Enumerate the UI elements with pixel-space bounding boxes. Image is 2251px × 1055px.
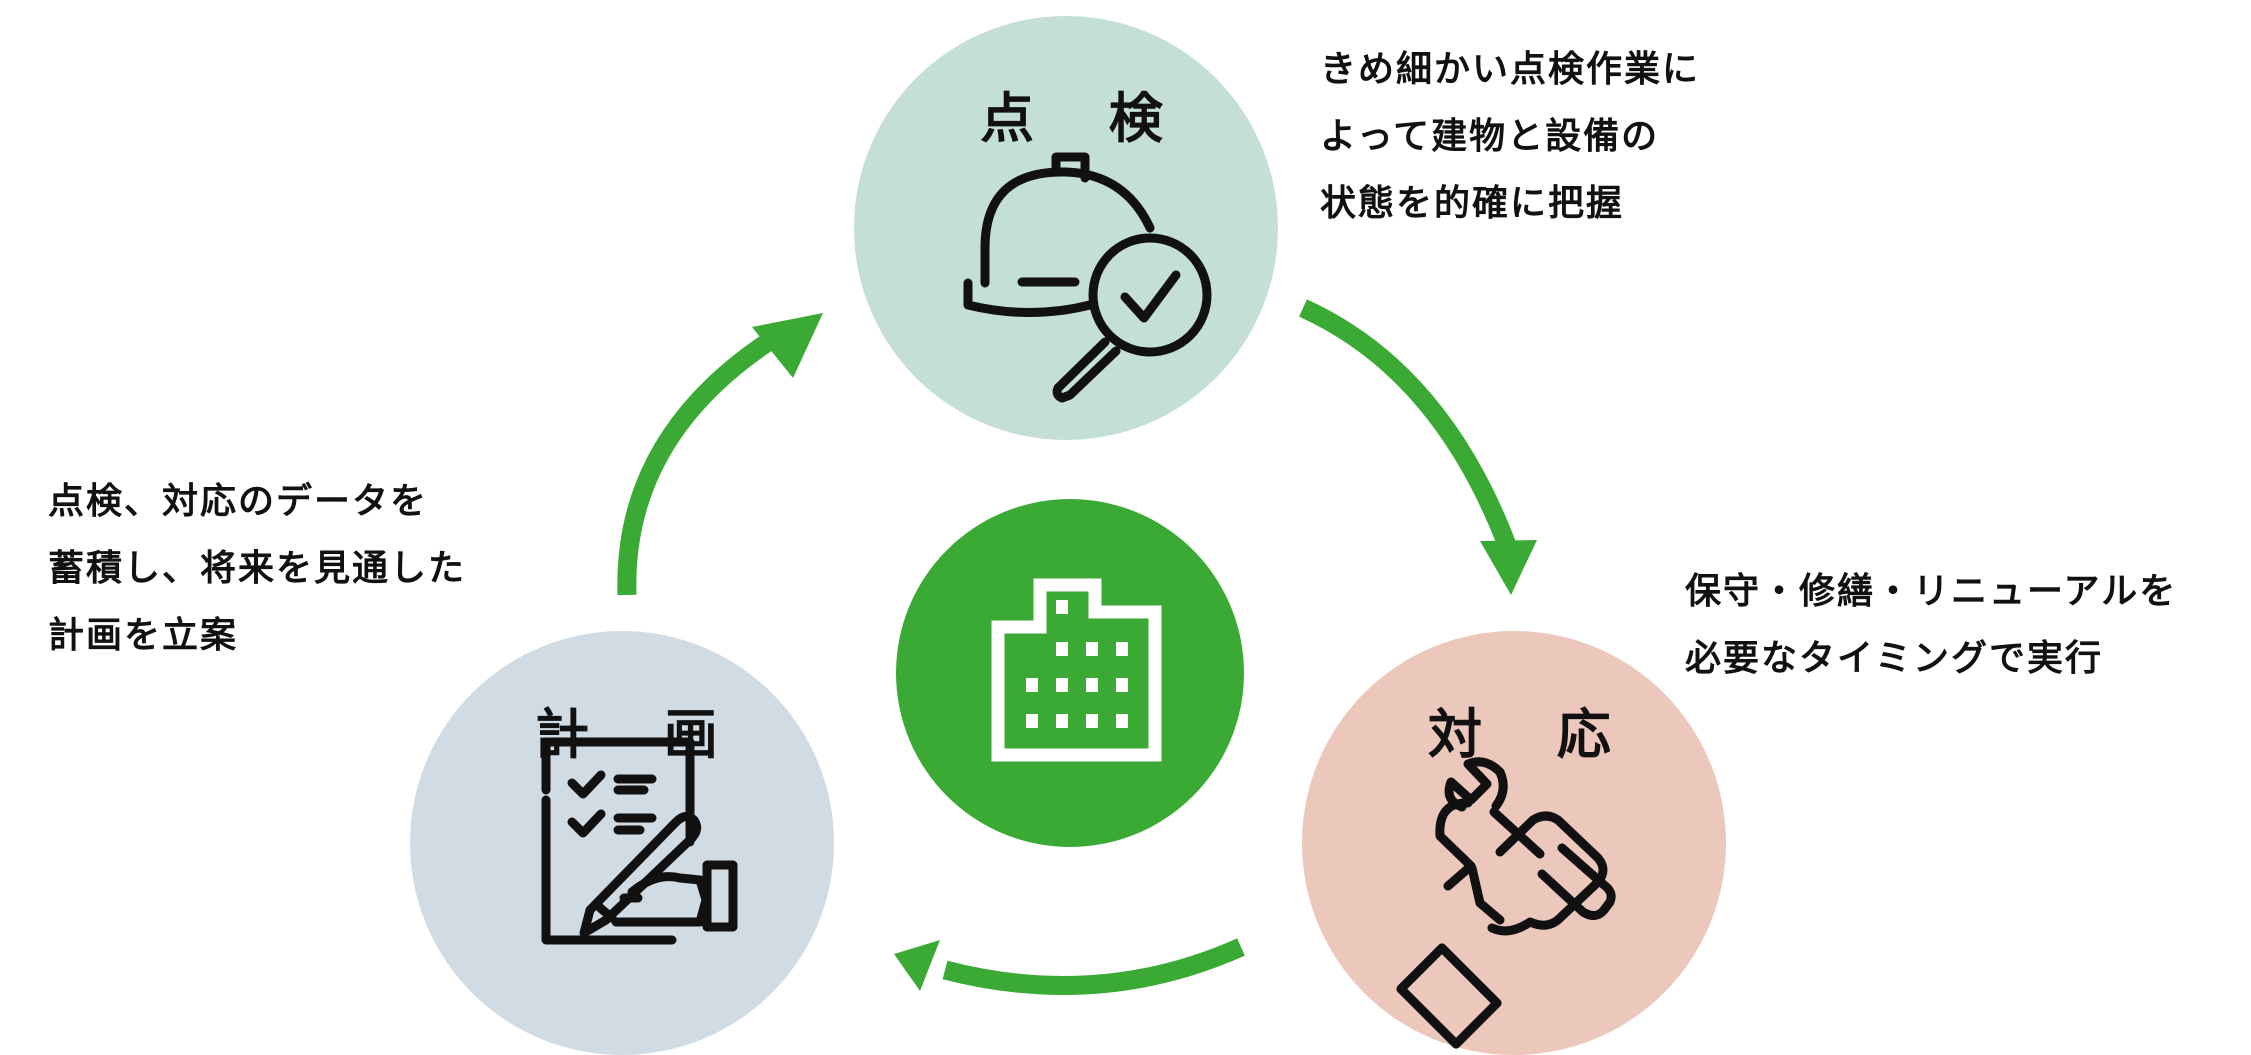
plan-label: 計 画 bbox=[535, 703, 746, 766]
respond-label: 対 応 bbox=[1428, 703, 1639, 766]
inspect-description-line: よって建物と設備の bbox=[1320, 116, 1660, 157]
building-icon bbox=[991, 578, 1162, 762]
respond-description-line: 必要なタイミングで実行 bbox=[1685, 638, 2104, 679]
respond-description-line: 保守・修繕・リニューアルを bbox=[1685, 571, 2178, 612]
arrow-respond-to-plan bbox=[894, 938, 1245, 996]
plan-description-line: 計画を立案 bbox=[48, 615, 239, 656]
inspect-circle bbox=[854, 16, 1278, 440]
inspect-description: きめ細かい点検作業に よって建物と設備の 状態を的確に把握 bbox=[1320, 36, 1700, 237]
arrow-plan-to-inspect bbox=[617, 313, 823, 596]
center-circle bbox=[896, 499, 1244, 847]
plan-description-line: 蓄積し、将来を見通した bbox=[48, 548, 467, 589]
plan-description: 点検、対応のデータを 蓄積し、将来を見通した 計画を立案 bbox=[48, 468, 466, 669]
helmet-magnifier-check-icon bbox=[963, 152, 1212, 403]
respond-description: 保守・修繕・リニューアルを 必要なタイミングで実行 bbox=[1685, 558, 2177, 692]
plan-circle bbox=[410, 631, 834, 1055]
inspect-description-line: きめ細かい点検作業に bbox=[1320, 49, 1701, 90]
inspect-description-line: 状態を的確に把握 bbox=[1320, 183, 1625, 224]
inspect-label: 点 検 bbox=[980, 87, 1191, 150]
arrow-inspect-to-respond bbox=[1299, 299, 1537, 595]
plan-description-line: 点検、対応のデータを bbox=[48, 481, 429, 522]
hand-wrench-icon bbox=[1396, 757, 1616, 1049]
checklist-pen-icon bbox=[541, 737, 738, 945]
